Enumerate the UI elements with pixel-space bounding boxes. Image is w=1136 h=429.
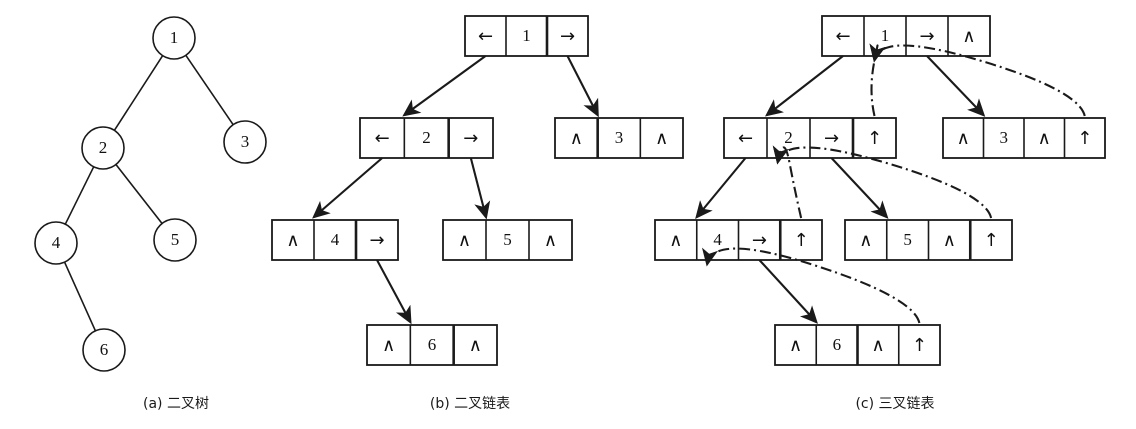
node-record-5: ∧ 5 ∧ ↑ xyxy=(844,219,1013,261)
child-pointer-4-right-to-6 xyxy=(376,259,412,325)
node-record-frame-5 xyxy=(442,219,573,261)
node-cell-6-parent-pointer: ↑ xyxy=(912,335,927,356)
node-cell-4-parent-pointer: ↑ xyxy=(794,230,809,251)
node-cell-1-lchild-pointer: ← xyxy=(835,26,850,47)
tree-node-label-5: 5 xyxy=(171,230,180,249)
node-cell-4-data: 4 xyxy=(713,230,722,249)
child-pointer-2-left-to-4 xyxy=(695,157,747,219)
panel-captions: (a) 二叉树 (b) 二叉链表 (c) 三叉链表 xyxy=(143,396,935,412)
child-pointer-2-right-to-5 xyxy=(830,157,889,219)
node-cell-3-data: 3 xyxy=(1000,128,1009,147)
child-pointer-2-left-to-4 xyxy=(312,157,383,219)
node-record-frame-6 xyxy=(366,324,498,366)
node-record-1: ← 1 → ∧ xyxy=(821,15,991,57)
tree-edge-2-5 xyxy=(115,164,163,224)
node-cell-4-rchild-pointer: → xyxy=(752,230,767,251)
node-cell-6-lchild-null: ∧ xyxy=(382,335,395,356)
node-record-frame-3 xyxy=(554,117,684,159)
child-pointer-1-right-to-3 xyxy=(566,55,599,118)
tree-node-5 xyxy=(153,218,197,262)
node-cell-2-rchild-pointer: → xyxy=(463,128,478,149)
node-cell-2-parent-pointer: ↑ xyxy=(867,128,882,149)
tree-node-1 xyxy=(152,16,196,60)
parent-pointer-3-parent-to-1 xyxy=(869,43,1086,117)
node-cell-5-rchild-null: ∧ xyxy=(544,230,557,251)
tree-edge-1-2 xyxy=(113,55,164,131)
caption-panel-b: (b) 二叉链表 xyxy=(430,396,510,412)
node-record-3: ∧ 3 ∧ xyxy=(554,117,684,159)
node-cell-4-lchild-null: ∧ xyxy=(669,230,682,251)
node-record-2: ← 2 → xyxy=(359,117,494,159)
node-cell-2-data: 2 xyxy=(422,128,431,147)
tree-edge-4-6 xyxy=(63,261,97,332)
node-cell-4-rchild-pointer: → xyxy=(369,230,384,251)
node-cell-1-rchild-pointer: → xyxy=(560,26,575,47)
node-cell-2-lchild-pointer: ← xyxy=(375,128,390,149)
node-record-6: ∧ 6 ∧ xyxy=(366,324,498,366)
node-cell-6-lchild-null: ∧ xyxy=(789,335,802,356)
caption-panel-a: (a) 二叉树 xyxy=(143,396,209,412)
panel-a-binary-tree: 1 2 3 4 5 6 xyxy=(34,16,267,372)
node-cell-3-rchild-null: ∧ xyxy=(655,128,668,149)
node-cell-2-rchild-pointer: → xyxy=(824,128,839,149)
node-record-frame-1 xyxy=(464,15,589,57)
node-record-4: ∧ 4 → ↑ xyxy=(654,219,823,261)
node-cell-1-lchild-pointer: ← xyxy=(478,26,493,47)
node-record-5: ∧ 5 ∧ xyxy=(442,219,573,261)
node-record-6: ∧ 6 ∧ ↑ xyxy=(774,324,941,366)
node-cell-1-parent-null: ∧ xyxy=(962,26,975,47)
tree-node-2 xyxy=(81,126,125,170)
node-cell-5-rchild-null: ∧ xyxy=(943,230,956,251)
child-pointer-1-right-to-3 xyxy=(926,55,986,117)
node-cell-3-rchild-null: ∧ xyxy=(1038,128,1051,149)
panel-b-binary-linked-list: ← 1 → ← 2 → ∧ 3 ∧ ∧ 4 → ∧ 5 ∧ ∧ 6 ∧ xyxy=(271,15,684,366)
tree-node-label-4: 4 xyxy=(52,233,61,252)
parent-pointer-5-parent-to-2 xyxy=(772,145,993,219)
tree-node-4 xyxy=(34,221,78,265)
tree-node-label-3: 3 xyxy=(241,132,250,151)
child-pointer-4-right-to-6 xyxy=(758,259,818,324)
tree-node-label-2: 2 xyxy=(99,138,108,157)
child-pointer-1-left-to-2 xyxy=(765,55,844,117)
node-cell-5-parent-pointer: ↑ xyxy=(984,230,999,251)
node-cell-6-rchild-null: ∧ xyxy=(872,335,885,356)
node-cell-6-rchild-null: ∧ xyxy=(469,335,482,356)
node-cell-1-data: 1 xyxy=(522,26,531,45)
node-record-frame-4 xyxy=(271,219,399,261)
node-cell-3-lchild-null: ∧ xyxy=(570,128,583,149)
node-record-4: ∧ 4 → xyxy=(271,219,399,261)
node-record-2: ← 2 → ↑ xyxy=(723,117,897,159)
tree-node-3 xyxy=(223,120,267,164)
node-cell-5-lchild-null: ∧ xyxy=(859,230,872,251)
parent-pointer-6-parent-to-4 xyxy=(702,247,921,324)
node-record-frame-2 xyxy=(359,117,494,159)
tree-edge-1-3 xyxy=(185,54,234,126)
tree-node-6 xyxy=(82,328,126,372)
node-cell-3-parent-pointer: ↑ xyxy=(1077,128,1092,149)
node-cell-5-data: 5 xyxy=(903,230,912,249)
node-record-1: ← 1 → xyxy=(464,15,589,57)
node-cell-1-data: 1 xyxy=(881,26,890,45)
node-cell-4-lchild-null: ∧ xyxy=(286,230,299,251)
tree-edge-2-4 xyxy=(64,166,95,225)
node-cell-5-data: 5 xyxy=(503,230,512,249)
node-cell-2-data: 2 xyxy=(784,128,793,147)
panel-c-trinary-linked-list: ← 1 → ∧ ← 2 → ↑ ∧ 3 ∧ ↑ ∧ 4 → ↑ ∧ 5 ∧ ↑ ∧ 6 ∧ ↑ xyxy=(654,15,1106,366)
child-pointer-1-left-to-2 xyxy=(402,55,487,117)
tree-node-label-1: 1 xyxy=(170,28,179,47)
node-cell-1-rchild-pointer: → xyxy=(919,26,934,47)
tree-node-label-6: 6 xyxy=(100,340,109,359)
node-cell-2-lchild-pointer: ← xyxy=(738,128,753,149)
caption-panel-c: (c) 三叉链表 xyxy=(855,396,934,412)
node-cell-4-data: 4 xyxy=(331,230,340,249)
child-pointer-2-right-to-5 xyxy=(469,157,491,220)
node-record-3: ∧ 3 ∧ ↑ xyxy=(942,117,1106,159)
parent-pointer-4-parent-to-2 xyxy=(772,145,803,219)
node-cell-5-lchild-null: ∧ xyxy=(458,230,471,251)
node-cell-3-data: 3 xyxy=(615,128,624,147)
node-cell-6-data: 6 xyxy=(833,335,842,354)
node-cell-6-data: 6 xyxy=(428,335,437,354)
node-cell-3-lchild-null: ∧ xyxy=(957,128,970,149)
